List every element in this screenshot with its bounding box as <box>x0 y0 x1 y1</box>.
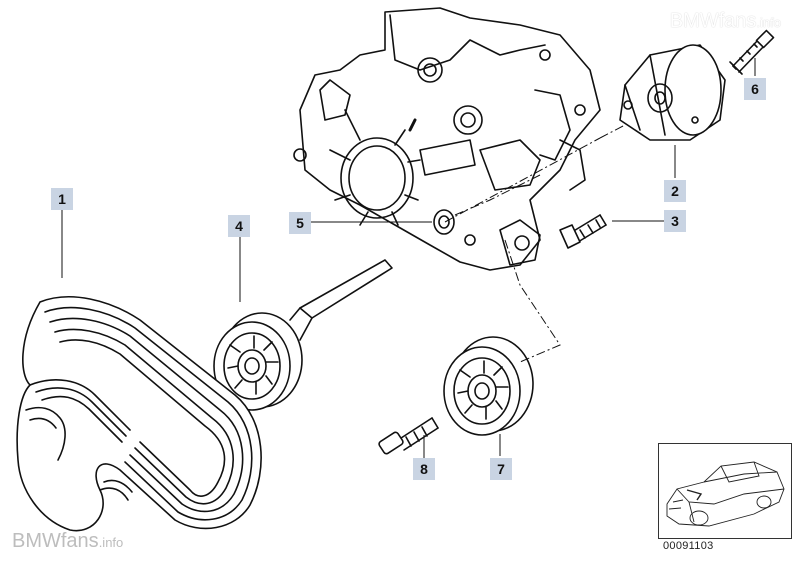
engine-housing <box>293 7 601 271</box>
bolt-part-6 <box>729 29 775 75</box>
idler-pulley-part-7 <box>443 336 534 436</box>
watermark-bottom-main: BMWfans <box>12 530 99 552</box>
car-icon <box>666 461 785 527</box>
watermark-top-suffix: .info <box>756 15 781 30</box>
idler-pulley-part-4 <box>213 259 393 411</box>
belt-tensioner-part-2 <box>619 44 726 141</box>
callout-1[interactable]: 1 <box>51 188 73 210</box>
diagram-number: 00091103 <box>663 540 714 552</box>
leader-lines <box>61 58 756 458</box>
vehicle-thumbnail <box>658 443 792 539</box>
callout-2[interactable]: 2 <box>664 180 686 202</box>
center-lines <box>444 124 626 363</box>
callout-8[interactable]: 8 <box>413 458 435 480</box>
ribbed-belt-part-1 <box>16 296 262 532</box>
callout-3[interactable]: 3 <box>664 210 686 232</box>
watermark-top: BMWfans.info <box>670 10 781 33</box>
watermark-top-main: BMWfans <box>669 10 757 32</box>
bolt-part-8 <box>378 417 439 455</box>
watermark-bottom-suffix: .info <box>98 535 124 550</box>
callout-6[interactable]: 6 <box>744 78 766 100</box>
watermark-bottom: BMWfans.info <box>12 530 123 553</box>
bolt-part-3 <box>559 214 607 249</box>
callout-4[interactable]: 4 <box>228 215 250 237</box>
callout-5[interactable]: 5 <box>289 212 311 234</box>
spacer-part-5 <box>433 209 455 235</box>
callout-7[interactable]: 7 <box>490 458 512 480</box>
